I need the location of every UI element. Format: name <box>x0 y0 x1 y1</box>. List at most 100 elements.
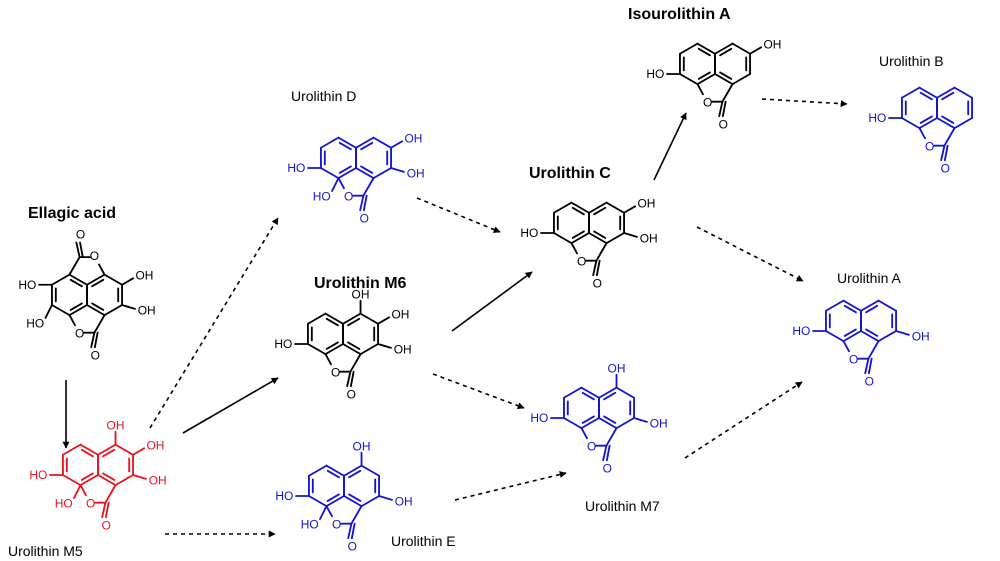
right-ring-bond-double <box>865 328 879 337</box>
left-ring-bond <box>324 343 344 356</box>
lactone-bond <box>68 314 76 327</box>
carbonyl-top-bond <box>75 241 81 259</box>
label-urolithin-a: Urolithin A <box>837 270 901 286</box>
right-ring-bond <box>588 232 608 245</box>
left-ring-bond-double <box>919 91 933 101</box>
arrow-urolithin-m6-to-urolithin-m7 <box>432 373 525 410</box>
right-ring-bond-double <box>347 317 361 327</box>
carbonyl-bond-double <box>362 194 368 212</box>
label-urolithin-c: Urolithin C <box>529 165 611 182</box>
label-urolithin-d: Urolithin D <box>291 88 356 104</box>
left-ring-bond <box>320 136 340 149</box>
right-ring-bond-double <box>102 448 116 458</box>
right-ring-bond-double <box>360 165 374 174</box>
ring-oxygen-atom: O <box>344 190 353 204</box>
carbonyl-bond <box>592 259 598 277</box>
lactone-bond <box>943 127 956 147</box>
left-ring-bond <box>62 474 82 487</box>
right-ring-bond <box>360 495 380 508</box>
lactone-bond <box>918 127 926 140</box>
hydroxyl-group-r3: OH <box>640 232 658 246</box>
lactone-bond <box>362 177 375 197</box>
hydroxyl-group-r1: OH <box>608 361 626 375</box>
carbonyl-oxygen-atom: O <box>603 461 612 475</box>
carbonyl-oxygen-atom: O <box>91 348 100 362</box>
left-ring-bond <box>570 201 590 214</box>
right-ring-bond-double <box>719 71 733 80</box>
right-ring-bond-double <box>603 415 617 424</box>
left-ring-bond <box>918 117 938 130</box>
hydroxyl-bond <box>121 277 135 286</box>
right-ring-bond <box>605 232 625 245</box>
right-ring-bond <box>359 343 379 356</box>
hydroxyl-bond <box>121 304 136 310</box>
lactone-bond <box>350 505 363 525</box>
left-ring-bond-double <box>325 341 339 350</box>
left-ring-bond <box>51 273 71 286</box>
left-ring-bond <box>696 73 716 86</box>
lactone-bond <box>570 242 578 255</box>
label-ellagic-acid: Ellagic acid <box>28 205 116 222</box>
lactone-bond <box>337 177 345 190</box>
hydroxyl-group-l3: HO <box>792 324 810 338</box>
hydroxyl-bond <box>377 316 391 325</box>
left-ring-bond-double <box>325 317 339 327</box>
right-ring-bond <box>731 73 751 86</box>
hydroxyl-group-l3: HO <box>868 111 886 125</box>
carbonyl-top-bond-double <box>79 241 84 259</box>
ring-oxygen-atom: O <box>587 440 596 454</box>
hydroxyl-bond <box>377 343 392 349</box>
label-urolithin-m6: Urolithin M6 <box>314 275 407 292</box>
left-ring-bond <box>325 464 345 477</box>
left-ring-bond <box>842 299 862 312</box>
right-ring-bond <box>953 117 973 130</box>
arrow-isourolithin-a-to-urolithin-b <box>761 98 848 108</box>
label-isourolithin-a: Isourolithin A <box>628 6 731 23</box>
right-ring-bond <box>355 136 375 149</box>
left-ring-bond <box>563 386 583 399</box>
left-ring-bond <box>307 312 327 325</box>
right-ring-bond <box>598 386 618 399</box>
left-ring-bond <box>580 386 600 399</box>
hydroxyl-group-r3: OH <box>394 343 412 357</box>
lactone-bond <box>580 427 588 440</box>
carbonyl-bond <box>864 357 870 375</box>
right-ring-bond-double <box>360 141 374 151</box>
carbonyl-bond <box>718 100 724 118</box>
hydroxyl-group-r3: OH <box>650 417 668 431</box>
hydroxyl-group-l3: HO <box>275 489 293 503</box>
left-ring-bond <box>337 167 357 180</box>
left-ring-bond <box>825 299 845 312</box>
right-ring-bond <box>714 73 734 86</box>
hydroxyl-group-r3: OH <box>407 167 425 181</box>
hydroxyl-bond <box>749 46 763 55</box>
carbonyl-bond <box>359 194 365 212</box>
molecules-layer: OOOOHOHOOHOHOOHOHOOHOHOHOOHOHOOHOHOOHOOH… <box>18 38 973 553</box>
left-ring-bond <box>901 117 921 130</box>
right-ring-bond <box>86 304 106 317</box>
right-ring-bond <box>342 343 362 356</box>
carbonyl-oxygen-atom: O <box>347 387 356 401</box>
carbonyl-bond <box>90 331 96 349</box>
left-ring-bond <box>51 304 71 317</box>
ring-oxygen-atom: O <box>849 353 858 367</box>
lactone-bond <box>79 484 87 497</box>
ring-oxygen-atom: O <box>332 518 341 532</box>
right-ring-bond <box>605 201 625 214</box>
right-ring-bond <box>103 304 123 317</box>
right-ring-bond <box>372 136 392 149</box>
left-ring-bond-double <box>571 230 585 239</box>
hydroxyl-group-r2: OH <box>147 439 165 453</box>
hydroxyl-group-r1: OH <box>353 439 371 453</box>
right-ring-bond-double <box>941 115 955 124</box>
left-ring-bond-double <box>581 391 595 401</box>
carbonyl-oxygen-atom: O <box>348 539 357 553</box>
hydroxyl-group-l3: HO <box>18 278 36 292</box>
hydroxyl-bond <box>319 505 328 520</box>
lactone-bond <box>104 484 117 504</box>
left-ring-bond-double <box>69 278 83 288</box>
